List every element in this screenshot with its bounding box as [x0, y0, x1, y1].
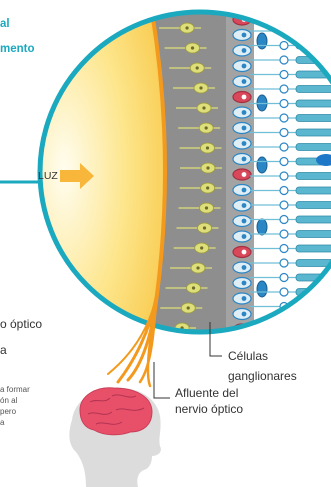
- ganglion-nucleus: [205, 206, 208, 209]
- cell-nucleus: [242, 219, 247, 224]
- cell-nucleus: [242, 64, 247, 69]
- rod-outer-segment: [296, 115, 331, 122]
- horizontal-cell: [257, 281, 267, 297]
- ganglion-nucleus: [200, 246, 203, 249]
- rod-outer-segment: [296, 216, 331, 223]
- note-line2: ón al: [0, 396, 18, 405]
- ganglion-nucleus: [205, 126, 208, 129]
- fragment-a: a: [0, 343, 7, 357]
- ganglion-label-line1: Células: [228, 349, 268, 363]
- cell-nucleus: [242, 48, 247, 53]
- photoreceptor-nucleus: [280, 13, 288, 21]
- rod-outer-segment: [296, 0, 331, 6]
- photoreceptor-nucleus: [280, 259, 288, 267]
- photoreceptor-nucleus: [280, 274, 288, 282]
- rod-outer-segment: [296, 187, 331, 194]
- rod-outer-segment: [296, 303, 331, 310]
- cell-nucleus: [242, 110, 247, 115]
- rod-outer-segment: [296, 129, 331, 136]
- rod-outer-segment: [296, 202, 331, 209]
- ganglion-nucleus: [196, 66, 199, 69]
- photoreceptor-nucleus: [280, 71, 288, 79]
- cell-nucleus: [242, 141, 247, 146]
- cell-nucleus: [242, 250, 247, 255]
- photoreceptor-nucleus: [280, 158, 288, 166]
- ganglion-nucleus: [206, 186, 209, 189]
- rod-outer-segment: [296, 13, 331, 20]
- bipolar-cell: [233, 0, 251, 10]
- photoreceptor-nucleus: [280, 288, 288, 296]
- ganglion-nucleus: [206, 146, 209, 149]
- ganglion-nucleus: [192, 286, 195, 289]
- horizontal-cell: [257, 157, 267, 173]
- rod-outer-segment: [296, 173, 331, 180]
- photoreceptor-nucleus: [280, 85, 288, 93]
- ganglion-nucleus: [202, 106, 205, 109]
- horizontal-cell: [257, 33, 267, 49]
- photoreceptor-nucleus: [280, 332, 288, 340]
- photoreceptor-nucleus: [280, 114, 288, 122]
- photoreceptor-nucleus: [280, 143, 288, 151]
- photoreceptor-nucleus: [280, 172, 288, 180]
- cell-nucleus: [242, 126, 247, 131]
- rod-outer-segment: [296, 28, 331, 35]
- cell-nucleus: [242, 172, 247, 177]
- horizontal-cell: [257, 219, 267, 235]
- rod-outer-segment: [296, 144, 331, 151]
- cell-nucleus: [242, 79, 247, 84]
- photoreceptor-nucleus: [280, 216, 288, 224]
- ganglion-nucleus: [203, 226, 206, 229]
- rod-outer-segment: [296, 260, 331, 267]
- cell-nucleus: [242, 33, 247, 38]
- photoreceptor-nucleus: [280, 230, 288, 238]
- rod-outer-segment: [296, 231, 331, 238]
- photoreceptor-nucleus: [280, 245, 288, 253]
- nerve-label-line1: Afluente del: [175, 386, 238, 400]
- cell-nucleus: [242, 234, 247, 239]
- cell-nucleus: [242, 2, 247, 7]
- ganglion-nucleus: [179, 6, 182, 9]
- photoreceptor-nucleus: [280, 100, 288, 108]
- cell-nucleus: [242, 203, 247, 208]
- cell-nucleus: [242, 157, 247, 162]
- note-line4: a: [0, 418, 5, 427]
- rod-outer-segment: [296, 318, 331, 325]
- photoreceptor-nucleus: [280, 187, 288, 195]
- photoreceptor-nucleus: [280, 56, 288, 64]
- ganglion-nucleus: [185, 26, 188, 29]
- rod-outer-segment: [296, 86, 331, 93]
- ganglion-nucleus: [187, 306, 190, 309]
- rod-outer-segment: [296, 100, 331, 107]
- rod-outer-segment: [296, 332, 331, 339]
- optic-nerve-fragment: o óptico: [0, 317, 42, 331]
- ganglion-nucleus: [191, 46, 194, 49]
- cell-nucleus: [242, 296, 247, 301]
- cell-nucleus: [242, 265, 247, 270]
- photoreceptor-nucleus: [280, 317, 288, 325]
- note-line3: pero: [0, 407, 17, 416]
- nerve-label-line2: nervio óptico: [175, 402, 243, 416]
- header-title-line1: al: [0, 18, 10, 30]
- header-title-line2: mento: [0, 43, 35, 55]
- photoreceptor-nucleus: [280, 0, 288, 6]
- note-line1: a formar: [0, 385, 30, 394]
- photoreceptor-nucleus: [280, 42, 288, 50]
- light-label: LUZ: [38, 170, 58, 182]
- nerve-callout-line: [154, 362, 170, 398]
- cell-nucleus: [242, 281, 247, 286]
- ganglion-nucleus: [199, 86, 202, 89]
- ganglion-nucleus: [196, 266, 199, 269]
- cell-nucleus: [242, 312, 247, 317]
- photoreceptor-nucleus: [280, 201, 288, 209]
- ganglion-label-line2: ganglionares: [228, 369, 297, 383]
- rod-outer-segment: [296, 274, 331, 281]
- photoreceptor-nucleus: [280, 129, 288, 137]
- ganglion-nucleus: [206, 166, 209, 169]
- cell-nucleus: [242, 188, 247, 193]
- rod-outer-segment: [296, 245, 331, 252]
- cell-nucleus: [242, 95, 247, 100]
